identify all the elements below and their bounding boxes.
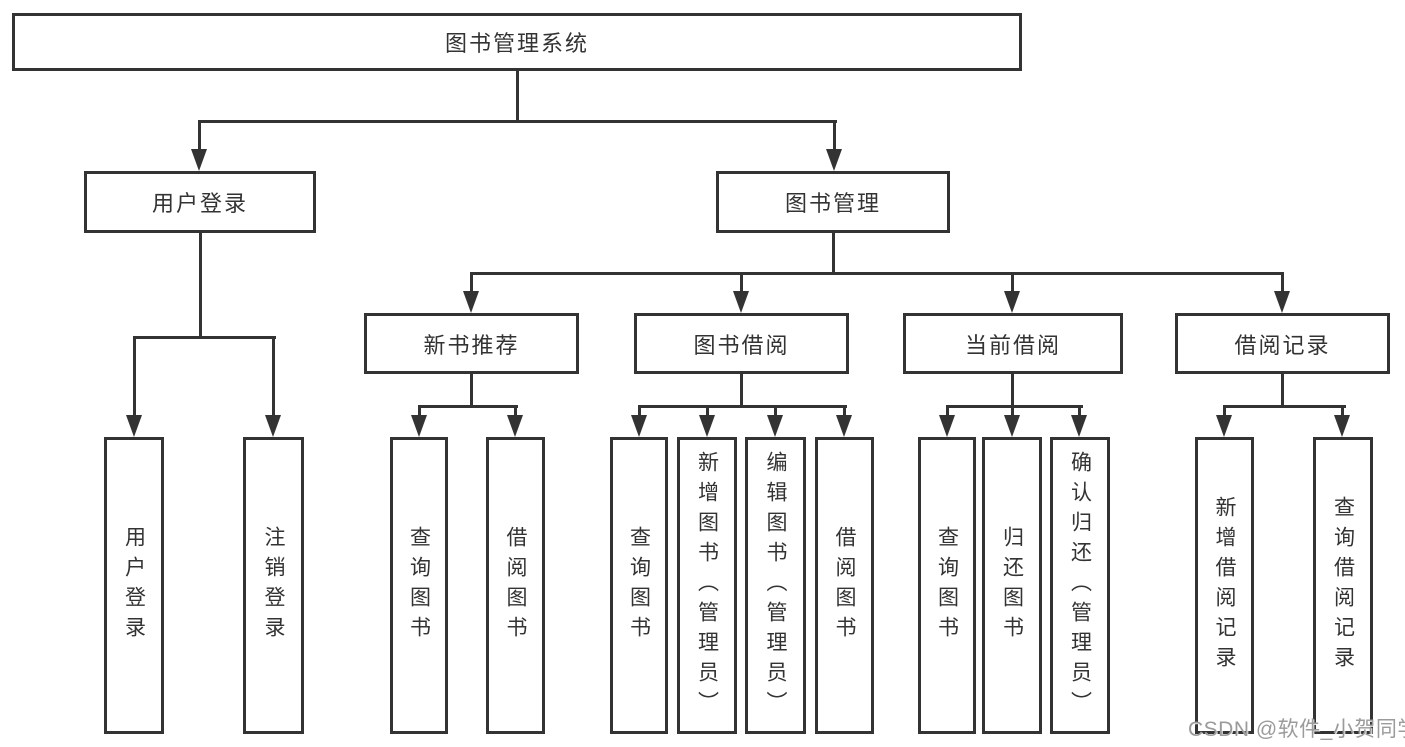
leaf-query-books-current: 查询图书 — [918, 437, 976, 734]
connector-book-management-stem — [832, 233, 835, 275]
leaf-confirm-return-admin-label: 确认归还（管理员） — [1068, 450, 1092, 721]
connector-drop — [946, 405, 949, 418]
leaf-query-borrow-record-label: 查询借阅记录 — [1331, 495, 1355, 676]
arrow-down-icon — [631, 415, 647, 437]
csdn-watermark: CSDN @软件_小贺同学 — [1188, 718, 1405, 741]
connector-drop — [774, 405, 777, 418]
arrow-down-icon — [1216, 415, 1232, 437]
arrow-down-icon — [411, 415, 427, 437]
arrow-down-icon — [699, 415, 715, 437]
leaf-return-books: 归还图书 — [982, 437, 1042, 734]
arrow-down-icon — [1004, 415, 1020, 437]
connector-user-login-stem — [199, 233, 202, 338]
leaf-borrow-books: 借阅图书 — [815, 437, 874, 734]
arrow-down-icon — [126, 415, 142, 437]
leaf-query-books-borrow-label: 查询图书 — [627, 525, 651, 646]
node-root: 图书管理系统 — [12, 13, 1022, 71]
node-user-login: 用户登录 — [84, 171, 316, 233]
connector-book-borrow-bar — [638, 405, 847, 408]
node-new-book-recommend: 新书推荐 — [364, 313, 579, 374]
leaf-confirm-return-admin: 确认归还（管理员） — [1050, 437, 1110, 734]
leaf-user-login: 用户登录 — [104, 437, 164, 734]
node-current-borrow-label: 当前借阅 — [964, 332, 1061, 358]
connector-drop — [418, 405, 421, 418]
leaf-query-borrow-record: 查询借阅记录 — [1313, 437, 1373, 734]
connector-drop — [514, 405, 517, 418]
connector-root-bar — [198, 120, 837, 123]
connector-drop — [133, 336, 136, 417]
connector-drop — [1078, 405, 1081, 418]
connector-drop — [843, 405, 846, 418]
arrow-down-icon — [1334, 415, 1350, 437]
connector-drop — [706, 405, 709, 418]
node-current-borrow: 当前借阅 — [903, 313, 1123, 374]
leaf-borrow-books-recommend-label: 借阅图书 — [504, 525, 527, 646]
connector-drop — [1341, 405, 1344, 418]
connector-drop — [833, 120, 836, 152]
connector-drop — [272, 336, 275, 417]
arrow-down-icon — [836, 415, 852, 437]
arrow-down-icon — [1004, 291, 1020, 313]
connector-borrow-records-bar — [1223, 405, 1346, 408]
arrow-down-icon — [265, 415, 281, 437]
connector-drop — [1011, 272, 1014, 293]
connector-drop — [1011, 405, 1014, 418]
leaf-query-books-recommend: 查询图书 — [390, 437, 448, 734]
node-book-borrow: 图书借阅 — [634, 313, 849, 374]
leaf-user-login-label: 用户登录 — [122, 525, 146, 646]
leaf-query-books-recommend-label: 查询图书 — [407, 525, 431, 646]
leaf-query-books-current-label: 查询图书 — [935, 525, 959, 646]
arrow-down-icon — [767, 415, 783, 437]
leaf-edit-books-admin-label: 编辑图书（管理员） — [764, 450, 787, 721]
leaf-query-books-borrow: 查询图书 — [610, 437, 668, 734]
arrow-down-icon — [463, 291, 479, 313]
arrow-down-icon — [507, 415, 523, 437]
leaf-logout: 注销登录 — [243, 437, 304, 734]
connector-drop — [1223, 405, 1226, 418]
leaf-borrow-books-recommend: 借阅图书 — [486, 437, 545, 734]
arrow-down-icon — [1071, 415, 1087, 437]
connector-drop — [740, 272, 743, 293]
leaf-borrow-books-label: 借阅图书 — [833, 525, 856, 646]
node-book-management-label: 图书管理 — [784, 191, 881, 216]
connector-book-borrow-stem — [740, 374, 743, 408]
connector-new-book-bar — [418, 405, 518, 408]
connector-current-borrow-stem — [1011, 374, 1014, 408]
node-book-management: 图书管理 — [716, 171, 950, 233]
arrow-down-icon — [733, 291, 749, 313]
leaf-add-borrow-record: 新增借阅记录 — [1195, 437, 1254, 734]
arrow-down-icon — [826, 149, 842, 171]
arrow-down-icon — [1274, 291, 1290, 313]
node-book-borrow-label: 图书借阅 — [693, 332, 790, 358]
leaf-return-books-label: 归还图书 — [1000, 525, 1024, 646]
connector-book-management-bar — [470, 272, 1284, 275]
leaf-add-books-admin-label: 新增图书（管理员） — [695, 450, 719, 721]
connector-drop — [638, 405, 641, 418]
arrow-down-icon — [191, 149, 207, 171]
node-borrow-records: 借阅记录 — [1175, 313, 1390, 374]
node-new-book-recommend-label: 新书推荐 — [423, 332, 520, 358]
connector-borrow-records-stem — [1281, 374, 1284, 408]
connector-user-login-bar — [133, 336, 276, 339]
connector-new-book-stem — [470, 374, 473, 408]
leaf-edit-books-admin: 编辑图书（管理员） — [745, 437, 806, 734]
node-user-login-label: 用户登录 — [151, 191, 248, 216]
connector-root-stem — [516, 70, 519, 122]
connector-drop — [1281, 272, 1284, 293]
leaf-add-books-admin: 新增图书（管理员） — [677, 437, 737, 734]
node-borrow-records-label: 借阅记录 — [1234, 332, 1331, 358]
connector-drop — [470, 272, 473, 293]
arrow-down-icon — [939, 415, 955, 437]
leaf-add-borrow-record-label: 新增借阅记录 — [1213, 495, 1236, 676]
node-root-label: 图书管理系统 — [444, 31, 589, 56]
connector-drop — [198, 120, 201, 152]
leaf-logout-label: 注销登录 — [262, 525, 285, 646]
connector-current-borrow-bar — [946, 405, 1083, 408]
